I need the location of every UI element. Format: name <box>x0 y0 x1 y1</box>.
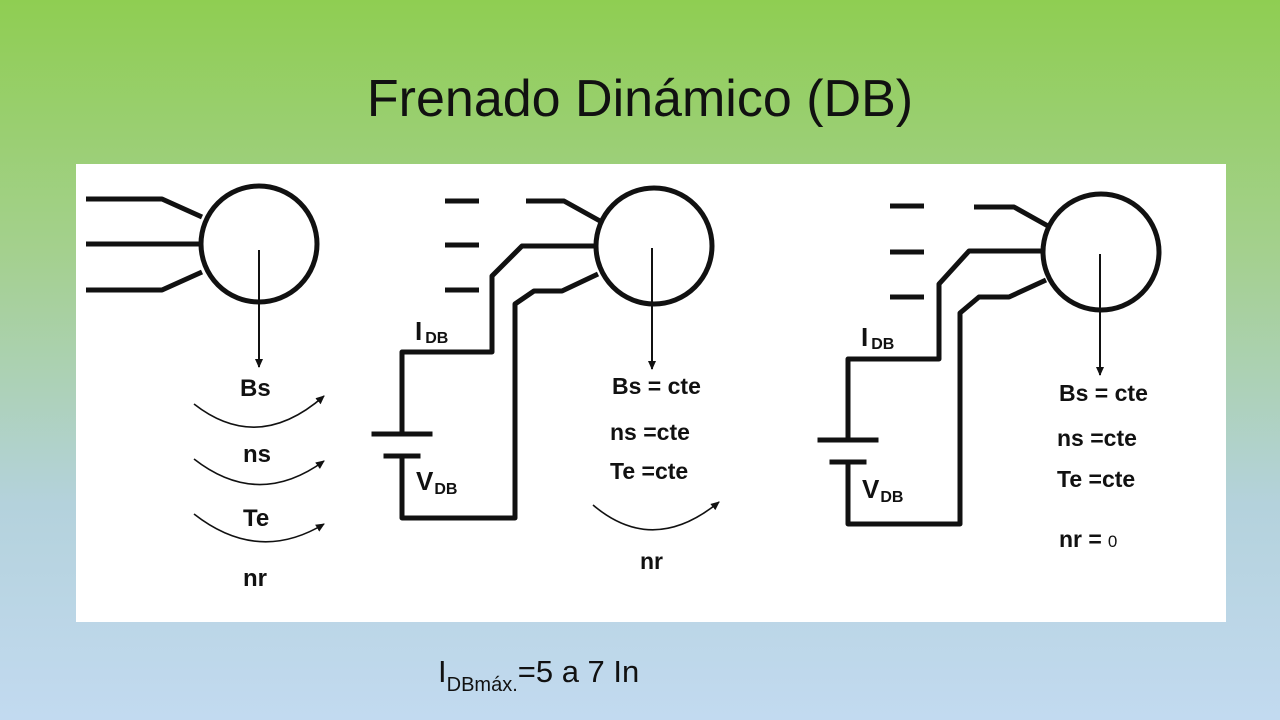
formula-symbol: I <box>438 654 447 689</box>
formula-value: =5 a 7 In <box>517 654 640 689</box>
eq-ns: ns =cte <box>1057 425 1137 451</box>
dc-conductor-return <box>399 271 600 521</box>
label-bs: Bs <box>240 375 271 402</box>
max-current-formula: IDBmáx.=5 a 7 In <box>438 654 639 697</box>
phase-line-3 <box>86 269 204 293</box>
voltage-label: VDB <box>862 474 903 506</box>
dc-conductor-top <box>845 248 1044 440</box>
motor-lead-1 <box>526 198 602 224</box>
label-ns: ns <box>243 441 271 468</box>
eq-te: Te =cte <box>1057 466 1135 492</box>
dc-conductor-top <box>399 243 596 434</box>
label-nr: nr <box>243 565 267 592</box>
eq-ns: ns =cte <box>610 419 690 445</box>
eq-nr: nr =0 <box>1059 526 1117 552</box>
rotation-arrow-2 <box>193 458 325 486</box>
eq-te: Te =cte <box>610 458 688 484</box>
label-te: Te <box>243 505 269 532</box>
phase-line-1 <box>86 196 204 220</box>
formula-subscript: DBmáx. <box>446 674 518 696</box>
rotation-arrow-1 <box>193 395 325 428</box>
eq-nr: nr <box>640 548 663 574</box>
rotation-arrow <box>592 501 720 531</box>
panel-1-motor-normal: Bs ns Te nr <box>86 183 325 592</box>
dc-conductor-return <box>845 277 1048 527</box>
motor-lead-1 <box>974 204 1050 229</box>
slide-title: Frenado Dinámico (DB) <box>366 70 914 128</box>
voltage-label: VDB <box>416 466 457 498</box>
rotation-arrow-3 <box>193 513 325 543</box>
eq-bs: Bs = cte <box>1059 380 1148 406</box>
motor-circle <box>593 185 715 307</box>
eq-bs: Bs = cte <box>612 373 701 399</box>
